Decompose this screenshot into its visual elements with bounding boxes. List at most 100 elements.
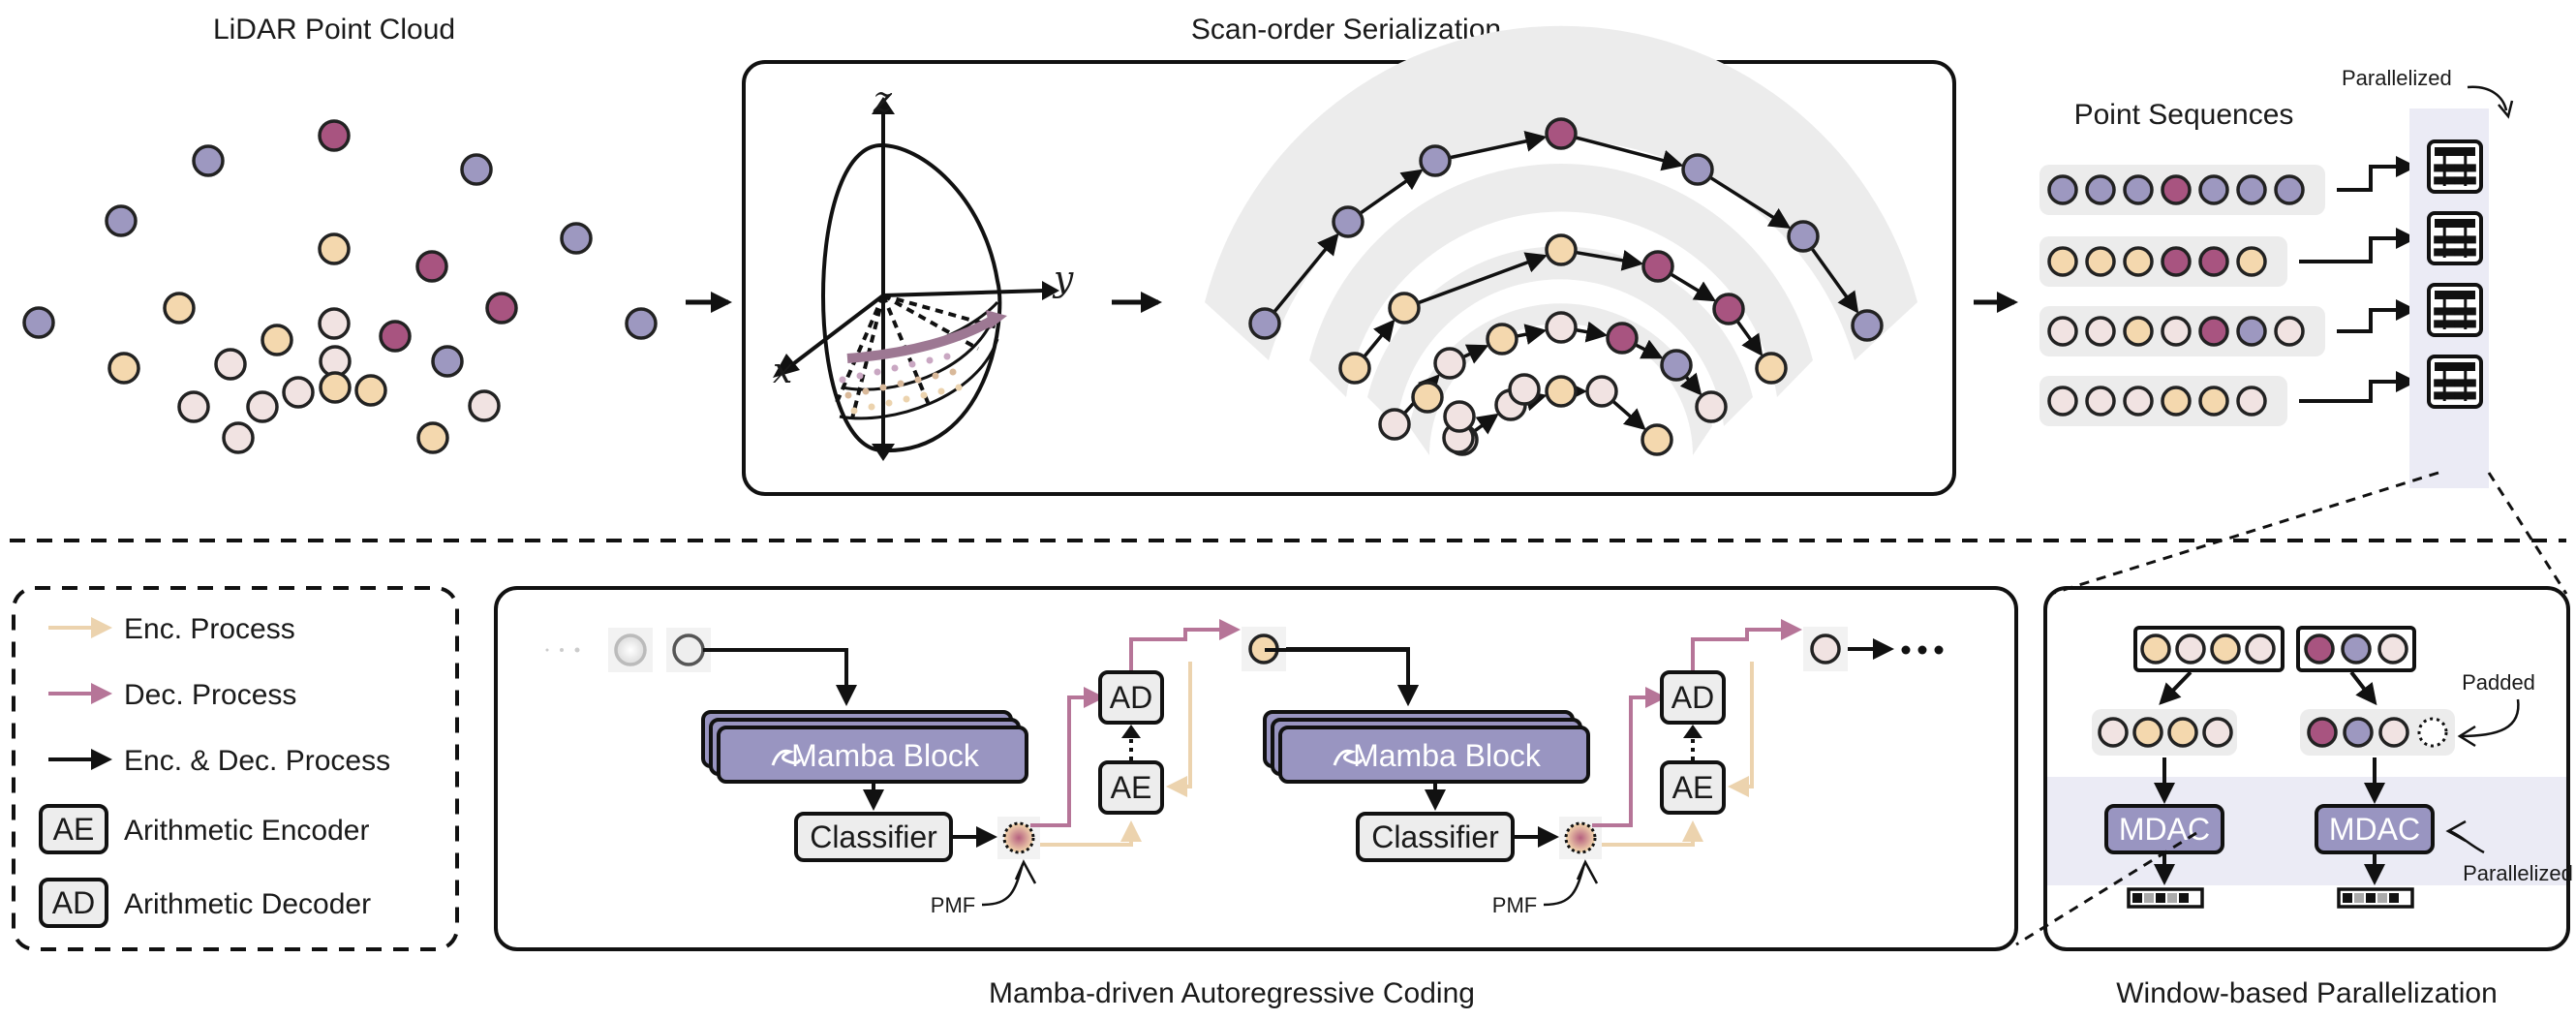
sequence-point: [2161, 246, 2192, 277]
bitstream: [2337, 887, 2414, 909]
scan-point: [1755, 352, 1788, 385]
lidar-point: [246, 390, 279, 423]
scan-arrow: [1462, 344, 1489, 364]
snake-icon: [771, 749, 802, 766]
block-node: [2454, 307, 2476, 316]
lidar-point: [318, 119, 351, 152]
pmf-point: [1564, 821, 1597, 854]
sphere-dot: [844, 391, 852, 399]
lidar-point: [318, 232, 351, 265]
window-point: [2341, 634, 2372, 665]
block-node: [2434, 379, 2456, 387]
sphere-dot: [879, 384, 887, 391]
bit: [2401, 893, 2410, 903]
scan-point: [1411, 381, 1444, 414]
ellipsis-dot: [1917, 645, 1927, 655]
scan-arrow: [1611, 400, 1646, 431]
legend-label: Enc. & Dec. Process: [124, 745, 390, 777]
faded-point: [614, 634, 647, 666]
classifier-label: Classifier: [810, 819, 937, 854]
sequence-point: [2198, 386, 2229, 417]
scan-arrow: [1473, 413, 1499, 435]
parallel-block: [2427, 283, 2483, 337]
sphere-dot-rings: [839, 353, 963, 415]
scan-arrow: [1450, 131, 1548, 160]
scan-point: [1545, 117, 1578, 150]
scan-arrow: [1576, 321, 1609, 343]
sphere-dot: [932, 372, 939, 380]
scan-order-paths: [1248, 117, 1884, 456]
sequence-point: [2161, 316, 2192, 347]
block-header: [2435, 362, 2475, 371]
ae-to-ad-arrowhead: [1121, 725, 1141, 738]
mamba-block-label: Mamba Block: [791, 738, 980, 773]
ad-to-output-arrow: [1691, 619, 1802, 670]
ae-label: AE: [1111, 770, 1152, 805]
legend-label: Enc. Process: [124, 613, 295, 645]
ad-label: AD: [1110, 680, 1152, 715]
block-node: [2454, 320, 2476, 328]
sequence-point: [2236, 174, 2267, 205]
output-point: [1810, 634, 1841, 665]
scan-point: [1419, 144, 1452, 177]
block-header: [2435, 219, 2475, 228]
ellipsis-dot: [1901, 645, 1911, 655]
window-arrow: [2159, 670, 2193, 705]
bit: [2366, 893, 2376, 903]
window-seq-point: [2307, 717, 2338, 748]
parallelized-top-label: Parallelized: [2342, 66, 2452, 90]
point-sequences: [2039, 156, 2417, 426]
parallel-block: [2427, 211, 2483, 265]
sequence-point: [2198, 174, 2229, 205]
block-node: [2454, 379, 2476, 387]
window-seq-bg: [2092, 709, 2237, 756]
sequence-point: [2236, 316, 2267, 347]
bit: [2354, 893, 2364, 903]
window-box-1: [2133, 626, 2285, 672]
sequence-point: [2085, 174, 2116, 205]
sphere-dot: [874, 368, 881, 376]
mdac-box: [2315, 804, 2435, 854]
padded-curve: [2459, 698, 2520, 738]
sphere-dot: [943, 353, 951, 360]
lidar-point: [468, 389, 501, 422]
lidar-point: [319, 371, 352, 404]
block-header: [2435, 291, 2475, 299]
legend-label: Arithmetic Encoder: [124, 815, 369, 847]
scan-point: [1660, 349, 1693, 382]
sphere-down-arrowhead: [872, 444, 895, 461]
window-title: Window-based Parallelization: [2116, 977, 2498, 1009]
ad-to-output-arrow: [1129, 619, 1241, 670]
scan-arrow: [1709, 176, 1792, 229]
padded-point: [2417, 717, 2448, 748]
block-node: [2454, 176, 2476, 185]
sequence-point: [2085, 316, 2116, 347]
lidar-point: [625, 307, 658, 340]
lidar-point: [318, 307, 351, 340]
scan-arrow: [1735, 320, 1763, 356]
mdac-label: MDAC: [2329, 812, 2420, 847]
legend-label: Arithmetic Decoder: [124, 888, 371, 920]
sphere-dot: [862, 387, 870, 395]
sequence-arrow: [2299, 371, 2417, 403]
enc-arrow: [1602, 820, 1703, 847]
block-node: [2434, 391, 2456, 400]
lidar-point: [379, 320, 412, 353]
window-point: [2377, 634, 2408, 665]
sphere-dot: [920, 391, 928, 399]
sphere-z-arrowhead: [872, 97, 895, 114]
snake-icon: [1333, 749, 1364, 766]
legend-box: [12, 586, 459, 951]
lidar-point: [431, 345, 464, 378]
scan-point: [1388, 292, 1421, 325]
lidar-point: [261, 324, 293, 356]
ad-box: [1098, 670, 1164, 725]
lidar-point: [177, 390, 210, 423]
mamba-title: Mamba-driven Autoregressive Coding: [989, 977, 1475, 1009]
window-point: [2245, 634, 2276, 665]
window-seq-point: [2378, 717, 2409, 748]
window-seq-point: [2132, 717, 2163, 748]
sphere-dot: [891, 364, 899, 372]
